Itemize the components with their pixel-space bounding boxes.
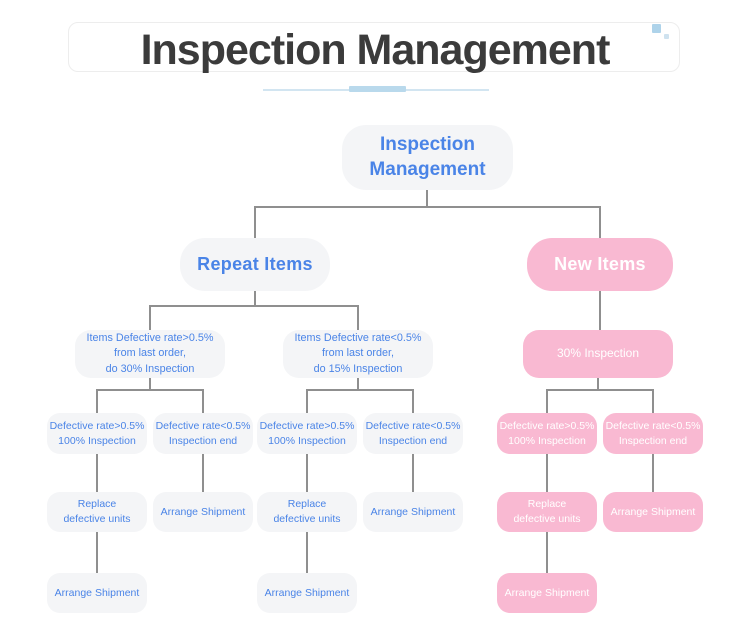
connector: [96, 389, 204, 391]
node-new-ship: Arrange Shipment: [603, 492, 703, 532]
node-repeat-high-replace: Replace defective units: [47, 492, 147, 532]
node-repeat-high-end: Defective rate<0.5% Inspection end: [153, 413, 253, 454]
connector: [599, 206, 601, 238]
node-new-end: Defective rate<0.5% Inspection end: [603, 413, 703, 454]
connector: [652, 389, 654, 413]
node-repeat-low-replace: Replace defective units: [257, 492, 357, 532]
node-root: Inspection Management: [342, 125, 513, 190]
page-title: Inspection Management: [140, 26, 611, 74]
connector: [254, 291, 256, 307]
node-repeat-items: Repeat Items: [180, 238, 330, 291]
node-new-30-inspection: 30% Inspection: [523, 330, 673, 378]
connector: [202, 454, 204, 492]
connector: [426, 190, 428, 207]
node-repeat-high-defective: Defective rate>0.5% 100% Inspection: [47, 413, 147, 454]
connector: [202, 389, 204, 413]
connector: [546, 532, 548, 573]
node-repeat-low-end: Defective rate<0.5% Inspection end: [363, 413, 463, 454]
node-repeat-high-ship: Arrange Shipment: [153, 492, 253, 532]
title-underline-accent: [349, 86, 406, 92]
connector: [412, 454, 414, 492]
connector: [546, 389, 654, 391]
connector: [254, 206, 601, 208]
node-new-replace: Replace defective units: [497, 492, 597, 532]
connector: [597, 378, 599, 391]
node-repeat-low-defective: Defective rate>0.5% 100% Inspection: [257, 413, 357, 454]
node-new-items: New Items: [527, 238, 673, 291]
accent-square-small: [664, 34, 669, 39]
connector: [306, 389, 414, 391]
connector: [306, 389, 308, 413]
accent-square-large: [652, 24, 661, 33]
connector: [357, 305, 359, 330]
connector: [599, 291, 601, 330]
connector: [149, 305, 359, 307]
connector: [96, 389, 98, 413]
node-repeat-low-rate: Items Defective rate<0.5% from last orde…: [283, 330, 433, 378]
connector: [546, 454, 548, 492]
node-new-final-ship: Arrange Shipment: [497, 573, 597, 613]
connector: [306, 454, 308, 492]
connector: [306, 532, 308, 573]
connector: [149, 378, 151, 391]
connector: [652, 454, 654, 492]
connector: [96, 532, 98, 573]
node-new-defective: Defective rate>0.5% 100% Inspection: [497, 413, 597, 454]
connector: [357, 378, 359, 391]
connector: [96, 454, 98, 492]
node-repeat-low-final-ship: Arrange Shipment: [257, 573, 357, 613]
connector: [254, 206, 256, 238]
connector: [412, 389, 414, 413]
node-repeat-low-ship: Arrange Shipment: [363, 492, 463, 532]
connector: [546, 389, 548, 413]
title-card: [68, 22, 680, 72]
node-repeat-high-final-ship: Arrange Shipment: [47, 573, 147, 613]
node-repeat-high-rate: Items Defective rate>0.5% from last orde…: [75, 330, 225, 378]
connector: [149, 305, 151, 330]
